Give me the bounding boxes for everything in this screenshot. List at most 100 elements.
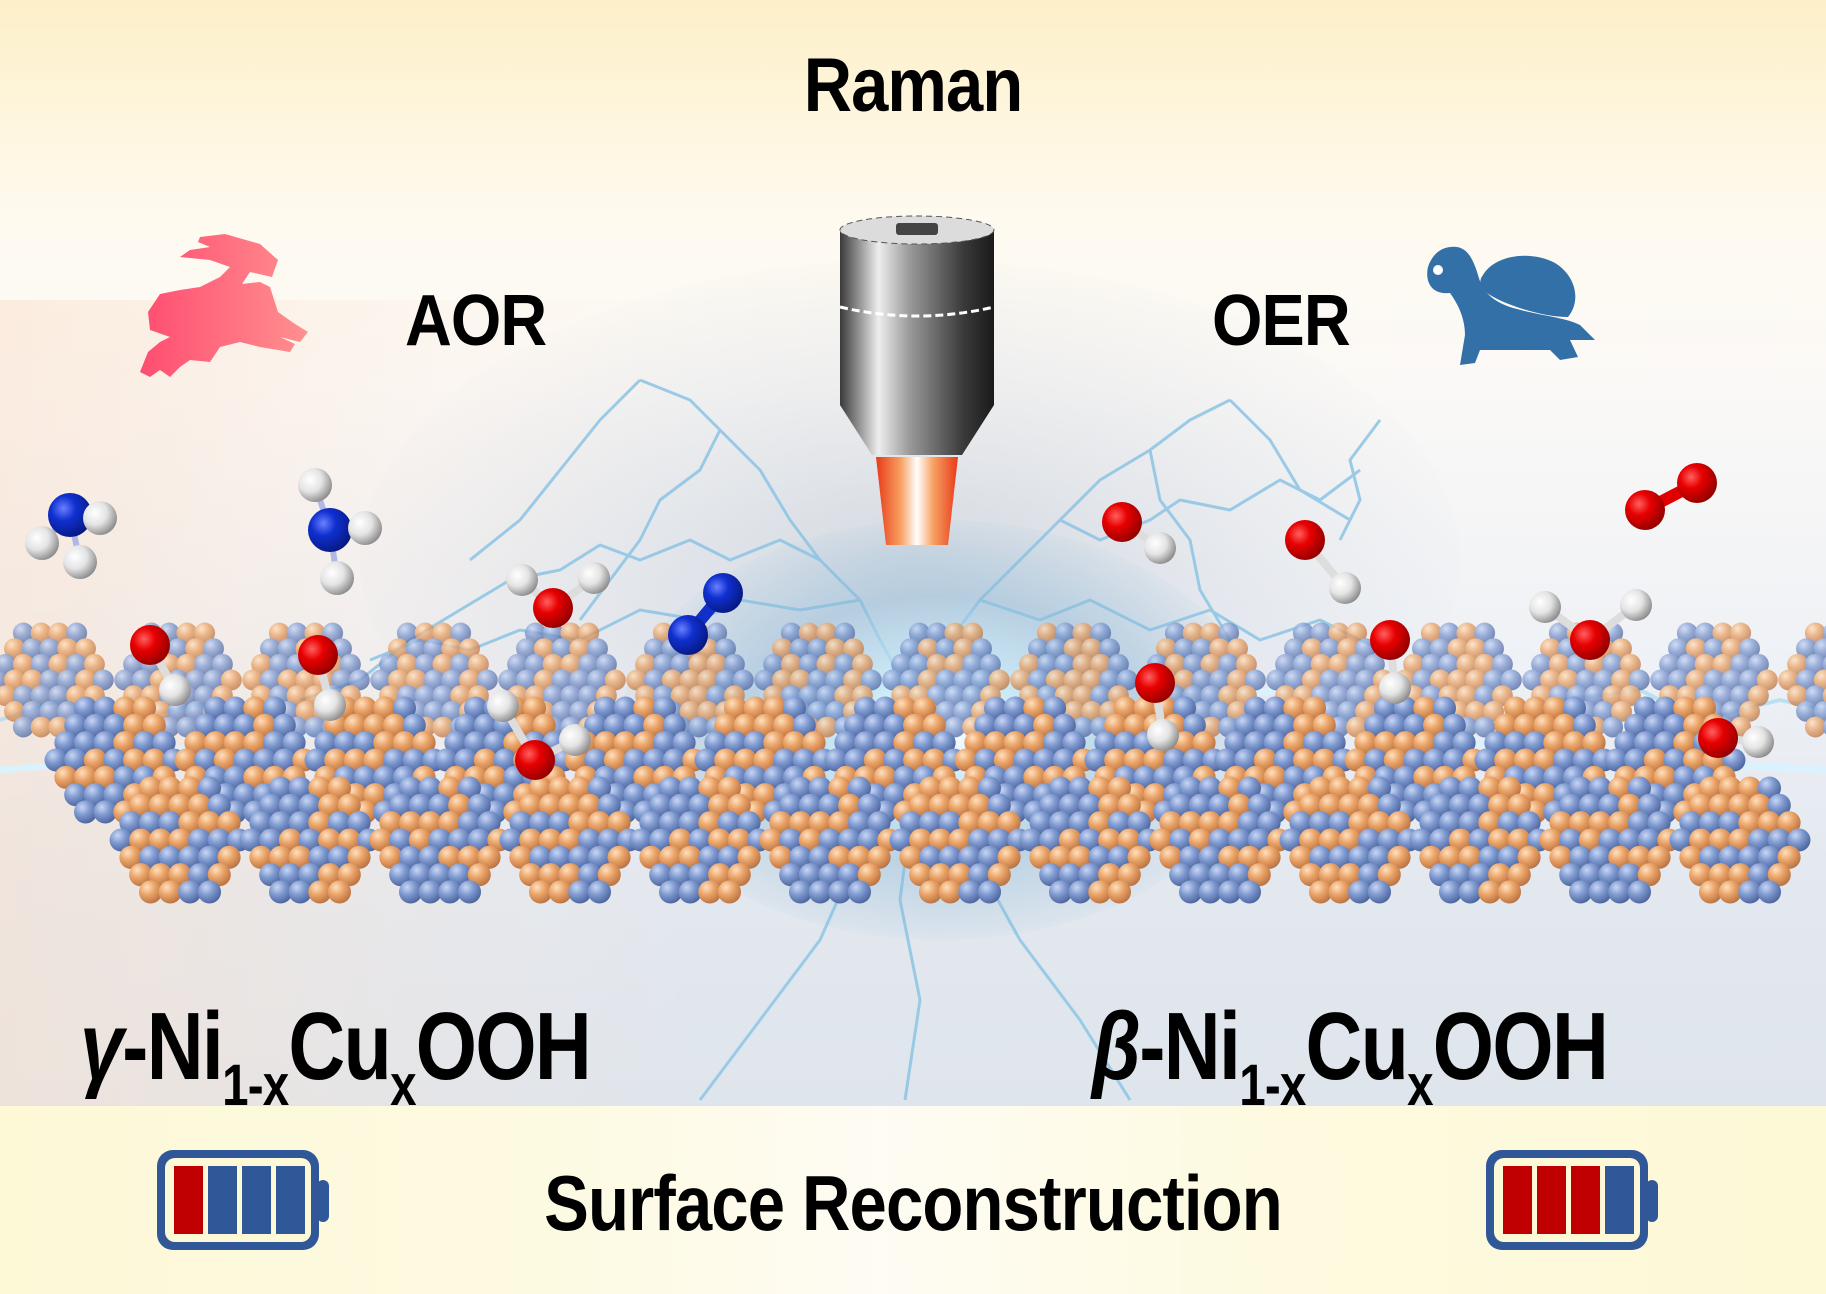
ni-atom	[308, 845, 332, 869]
cu-atom	[857, 863, 881, 887]
ni-atom	[113, 765, 137, 789]
ni-atom	[658, 776, 683, 800]
ni-atom	[807, 700, 829, 722]
ni-atom	[39, 638, 61, 660]
cu-atom	[459, 669, 480, 691]
ni-atom	[1198, 880, 1222, 904]
ni-atom	[1367, 880, 1392, 904]
cu-atom	[993, 748, 1017, 772]
cu-atom	[1494, 748, 1518, 772]
cu-atom	[1377, 863, 1401, 887]
cu-atom	[432, 716, 454, 738]
cu-atom	[188, 793, 212, 817]
ni-atom	[1234, 713, 1258, 737]
ni-atom	[298, 793, 322, 817]
ni-atom	[1078, 863, 1102, 887]
ni-atom	[1718, 811, 1742, 835]
ni-atom	[1214, 748, 1238, 772]
ni-atom	[339, 653, 361, 675]
cu-atom	[30, 622, 52, 644]
ni-atom	[516, 638, 537, 660]
cu-atom	[379, 845, 403, 869]
ni-atom	[649, 793, 673, 817]
ni-atom	[788, 845, 813, 869]
ni-atom	[1668, 669, 1689, 691]
cu-atom	[903, 713, 927, 737]
ni-atom	[863, 713, 887, 737]
cu-atom	[944, 622, 966, 644]
ni-atom	[1048, 811, 1073, 835]
cu-atom	[1178, 811, 1203, 835]
cu-atom	[203, 731, 228, 755]
ni-atom	[1739, 638, 1760, 660]
ni-atom	[568, 845, 592, 869]
cu-atom	[1540, 638, 1561, 660]
cu-atom	[432, 653, 454, 675]
cu-atom	[1188, 828, 1212, 852]
cu-atom	[473, 748, 497, 772]
cu-atom	[337, 863, 361, 887]
cu-atom	[0, 685, 17, 707]
ni-atom	[1787, 828, 1811, 852]
ni-atom	[1358, 828, 1382, 852]
hydroxyl-molecule	[1370, 620, 1411, 704]
ni-atom	[678, 880, 702, 904]
cu-atom	[688, 653, 710, 675]
cu-atom	[1312, 713, 1336, 737]
cu-atom	[1023, 731, 1047, 755]
ni-atom	[668, 863, 692, 887]
cu-atom	[593, 731, 618, 755]
ni-atom	[1042, 696, 1067, 720]
ni-atom	[704, 731, 728, 755]
ni-atom	[158, 845, 182, 869]
ni-atom	[516, 669, 537, 691]
cu-atom	[1123, 713, 1147, 737]
cu-atom	[548, 776, 572, 800]
battery-cell-blue	[208, 1166, 237, 1234]
cu-atom	[899, 845, 923, 869]
ni-atom	[1548, 622, 1570, 644]
ni-atom	[1822, 625, 1826, 641]
ni-atom	[688, 793, 712, 817]
ni-atom	[277, 638, 299, 660]
cu-atom	[1200, 622, 1222, 644]
nicu-nanocluster	[1669, 776, 1811, 904]
ni-atom	[838, 863, 862, 887]
ni-atom	[587, 638, 608, 660]
cu-atom	[714, 748, 738, 772]
ni-atom	[1739, 669, 1760, 691]
ni-atom	[1643, 713, 1667, 737]
cu-atom	[1813, 669, 1826, 691]
cu-atom	[379, 811, 403, 835]
cu-atom	[1728, 863, 1752, 887]
cu-atom	[392, 731, 417, 755]
cu-atom	[1458, 845, 1482, 869]
cu-atom	[1393, 731, 1417, 755]
ni-atom	[1178, 845, 1203, 869]
cu-atom	[533, 638, 555, 660]
cu-atom	[1683, 748, 1707, 772]
ni-atom	[1068, 776, 1092, 800]
ni-atom	[882, 669, 904, 691]
ni-atom	[1308, 811, 1333, 835]
ni-atom	[1438, 880, 1463, 904]
ni-atom	[1169, 828, 1193, 852]
cu-atom	[733, 748, 757, 772]
ni-atom	[1602, 716, 1624, 738]
ni-atom	[1028, 638, 1049, 660]
ni-atom	[623, 783, 647, 807]
cu-atom	[678, 845, 702, 869]
ni-atom	[1679, 811, 1703, 835]
cu-atom	[1289, 845, 1313, 869]
ni-atom	[1747, 653, 1769, 675]
cu-atom	[213, 748, 237, 772]
cu-atom	[412, 731, 436, 755]
ni-atom	[418, 845, 442, 869]
ni-atom	[688, 716, 710, 738]
ni-atom	[623, 748, 647, 772]
cu-atom	[337, 793, 361, 817]
nicu-nanocluster	[1019, 776, 1161, 904]
ni-atom	[39, 669, 61, 691]
ni-atom	[1757, 845, 1782, 869]
cu-atom	[1507, 828, 1531, 852]
